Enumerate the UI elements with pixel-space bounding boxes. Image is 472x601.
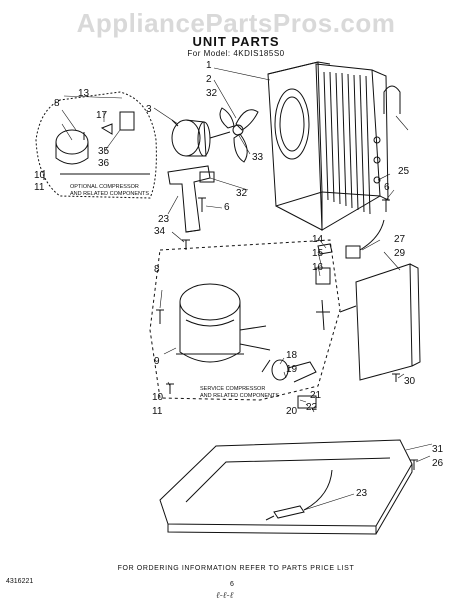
callout: 10 — [34, 170, 46, 181]
callout-numbers: 1 2 32 3 23 6 6 8 8 9 10 10 11 11 13 14 … — [34, 60, 444, 499]
wire-connector — [345, 219, 385, 259]
callout: 29 — [394, 248, 406, 259]
callout: 32 — [206, 88, 218, 99]
callout: 20 — [286, 406, 298, 417]
callout: 26 — [432, 458, 444, 469]
fan-blade — [219, 107, 259, 163]
optional-compressor-label-2: AND RELATED COMPONENTS — [70, 191, 149, 197]
callout: 30 — [404, 376, 416, 387]
page-number: 6 — [230, 581, 234, 588]
optional-compressor-label-1: OPTIONAL COMPRESSOR — [70, 184, 139, 190]
condenser-coil — [315, 63, 389, 231]
document-number: 4316221 — [6, 578, 34, 585]
callout: 1 — [206, 60, 212, 71]
callout: 33 — [252, 152, 264, 163]
inset-labels: OPTIONAL COMPRESSOR AND RELATED COMPONEN… — [70, 184, 279, 399]
callout: 8 — [54, 98, 60, 109]
callout: 11 — [34, 182, 45, 193]
callout: 6 — [384, 182, 390, 193]
drier-tube — [265, 469, 333, 521]
motor-bracket — [167, 165, 211, 233]
callout: 14 — [312, 234, 324, 245]
callout: 23 — [356, 488, 368, 499]
switch-assembly — [315, 243, 333, 331]
callout: 32 — [236, 188, 248, 199]
callout: 13 — [78, 88, 90, 99]
callout: 15 — [312, 248, 324, 259]
callout: 6 — [224, 202, 230, 213]
fan-capacitor — [199, 171, 215, 183]
callout: 22 — [306, 402, 318, 413]
watermark: AppliancePartsPros.com — [76, 8, 396, 38]
callout: 34 — [154, 226, 166, 237]
handwritten-mark: ℓ-ℓ-ℓ — [216, 591, 234, 601]
model-subtitle: For Model: 4KDIS185S0 — [187, 49, 285, 58]
callout: 10 — [152, 392, 164, 403]
hairpin-tube — [383, 85, 401, 114]
service-compressor-label-1: SERVICE COMPRESSOR — [200, 386, 265, 392]
compressor — [176, 283, 271, 363]
callout: 19 — [286, 364, 298, 375]
callout: 16 — [312, 262, 324, 273]
ordering-footer: FOR ORDERING INFORMATION REFER TO PARTS … — [117, 565, 355, 572]
base-pan — [159, 439, 413, 535]
callout: 8 — [154, 264, 160, 275]
screws — [43, 132, 418, 470]
panel-bracket — [339, 263, 421, 381]
callout: 3 — [146, 104, 152, 115]
fan-motor — [171, 119, 231, 157]
callout: 17 — [96, 110, 108, 121]
callout: 25 — [398, 166, 410, 177]
page-title: UNIT PARTS — [192, 34, 280, 49]
callout: 31 — [432, 444, 444, 455]
callout: 11 — [152, 406, 163, 417]
callout: 2 — [206, 74, 212, 85]
callout: 35 — [98, 146, 110, 157]
optional-compressor-inset — [35, 91, 157, 199]
callout: 21 — [310, 390, 322, 401]
callout: 36 — [98, 158, 110, 169]
leader-lines — [61, 67, 433, 511]
callout: 9 — [154, 356, 160, 367]
service-compressor-label-2: AND RELATED COMPONENTS — [200, 393, 279, 399]
callout: 23 — [158, 214, 170, 225]
callout: 27 — [394, 234, 406, 245]
relay-overload — [261, 359, 317, 409]
callout: 18 — [286, 350, 298, 361]
